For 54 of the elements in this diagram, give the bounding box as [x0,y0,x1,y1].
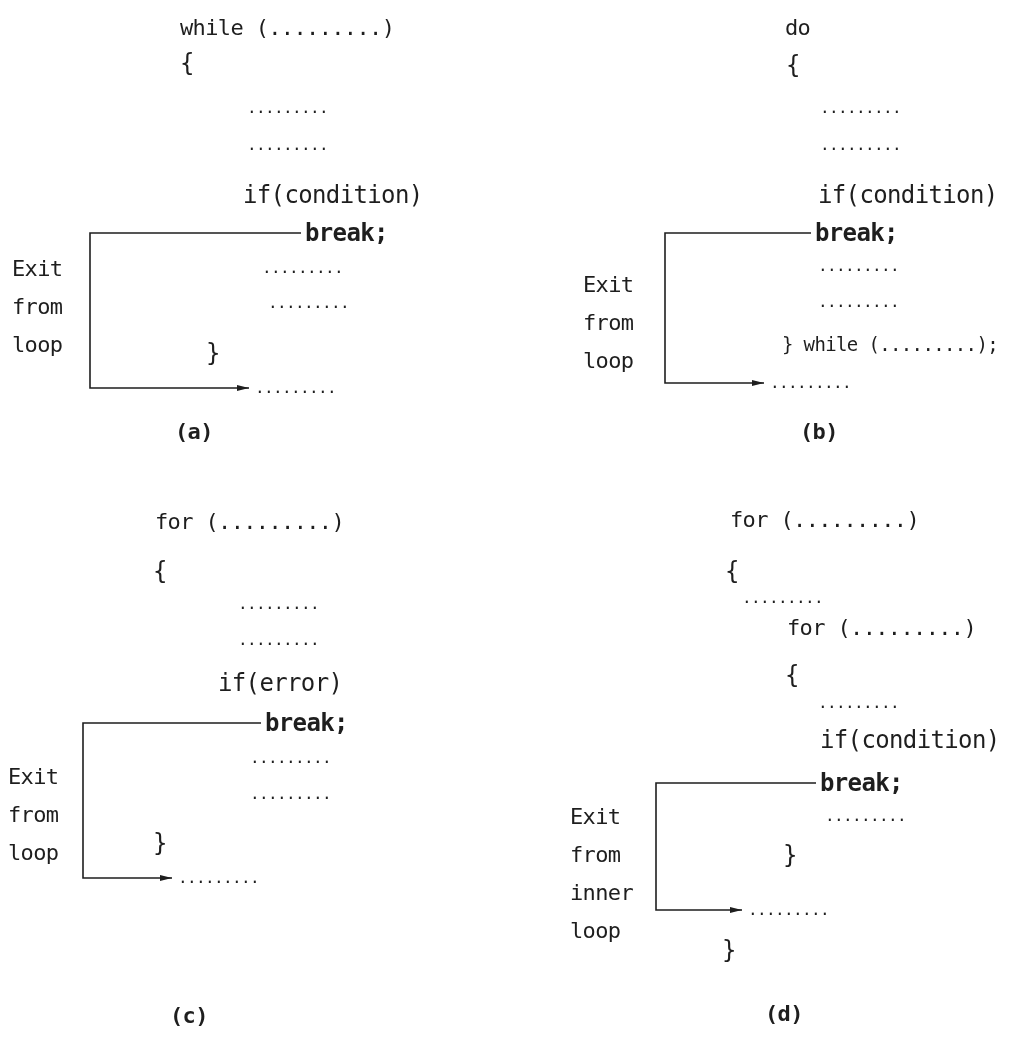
placeholder-line: ......... [818,693,899,713]
placeholder-line: ......... [247,135,328,155]
placeholder-line: ......... [818,292,899,312]
brace: } [153,828,167,858]
edge-label: Exit from inner loop [570,803,635,945]
placeholder-line: ......... [238,630,319,650]
placeholder-line: ......... [247,98,328,118]
placeholder-line: ......... [250,748,331,768]
exit-arrow [82,722,262,881]
brace: } [722,935,736,965]
code-line: for (.........) [730,506,920,534]
edge-label: Exit from loop [12,255,64,359]
code-line: for (.........) [155,508,345,536]
break-statement: break; [815,218,898,248]
edge-label: Exit from loop [583,271,635,375]
brace: { [180,48,194,78]
break-statement: break; [820,768,903,798]
placeholder-line: ......... [178,868,259,888]
code-line: if(condition) [818,180,998,210]
placeholder-line: ......... [818,256,899,276]
placeholder-line: ......... [262,258,343,278]
exit-arrow [664,232,812,386]
placeholder-line: ......... [238,594,319,614]
placeholder-line: ......... [250,784,331,804]
placeholder-line: ......... [825,806,906,826]
brace: { [785,660,799,690]
brace: { [725,556,739,586]
code-line: } while (.........); [782,333,998,357]
brace: { [153,556,167,586]
edge-label: Exit from loop [8,763,60,867]
code-line: if(error) [218,668,343,698]
placeholder-line: ......... [820,98,901,118]
placeholder-line: ......... [255,378,336,398]
code-line: if(condition) [820,725,1000,755]
code-line: for (.........) [787,614,977,642]
panel-label: (c) [170,1002,208,1030]
exit-arrow [89,232,302,391]
brace: } [206,338,220,368]
placeholder-line: ......... [770,373,851,393]
placeholder-line: ......... [268,293,349,313]
panel-label: (d) [765,1000,803,1028]
placeholder-line: ......... [748,900,829,920]
panel-label: (a) [175,418,213,446]
break-statement: break; [305,218,388,248]
code-line: if(condition) [243,180,423,210]
exit-arrow [655,782,817,913]
placeholder-line: ......... [820,135,901,155]
panel-label: (b) [800,418,838,446]
code-line: do [785,14,811,42]
break-statement: break; [265,708,348,738]
brace: { [786,50,800,80]
placeholder-line: ......... [742,588,823,608]
code-line: while (.........) [180,14,395,42]
brace: } [783,840,797,870]
